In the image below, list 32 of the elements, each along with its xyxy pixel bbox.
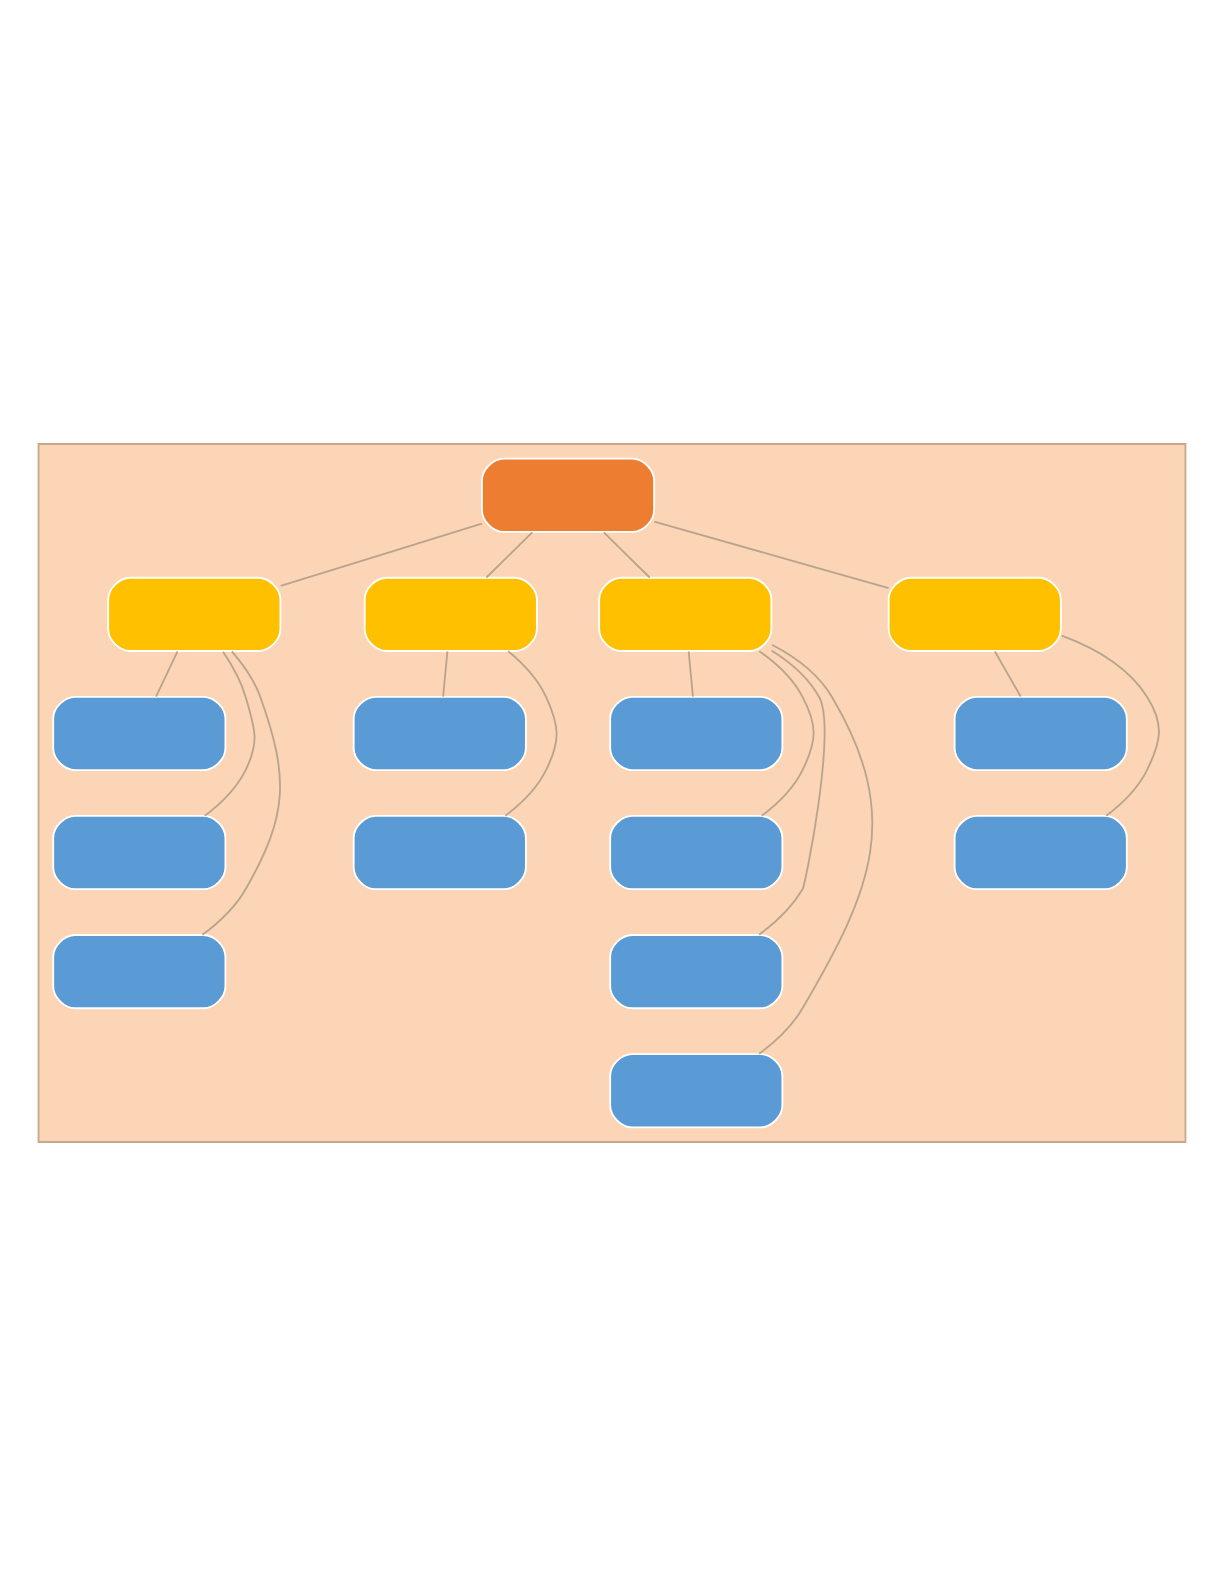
connector: [687, 649, 694, 697]
node-box: [609, 694, 784, 770]
connector: [155, 649, 179, 697]
connector: [1060, 633, 1160, 816]
node-box: [953, 694, 1128, 770]
cluster: [37, 442, 1187, 1142]
node-box: [52, 814, 227, 890]
node-box: [481, 456, 656, 532]
connector: [203, 649, 256, 816]
node-box: [953, 814, 1128, 890]
connector: [442, 649, 449, 697]
connector: [201, 649, 281, 935]
connector: [279, 521, 483, 586]
connector: [504, 649, 558, 816]
node-box: [598, 575, 773, 651]
connector: [602, 530, 651, 578]
connector: [758, 648, 826, 935]
node-box: [352, 814, 527, 890]
node-box: [609, 1052, 784, 1128]
node-box: [363, 575, 538, 651]
node-box: [107, 575, 282, 651]
node-box: [52, 694, 227, 770]
connector: [653, 519, 890, 588]
node-box: [609, 933, 784, 1009]
node-box: [52, 933, 227, 1009]
connector: [485, 530, 534, 578]
node-box: [352, 694, 527, 770]
connector: [994, 649, 1022, 697]
node-box: [609, 814, 784, 890]
connector: [758, 642, 874, 1054]
node-box: [887, 575, 1062, 651]
connector: [758, 649, 815, 816]
